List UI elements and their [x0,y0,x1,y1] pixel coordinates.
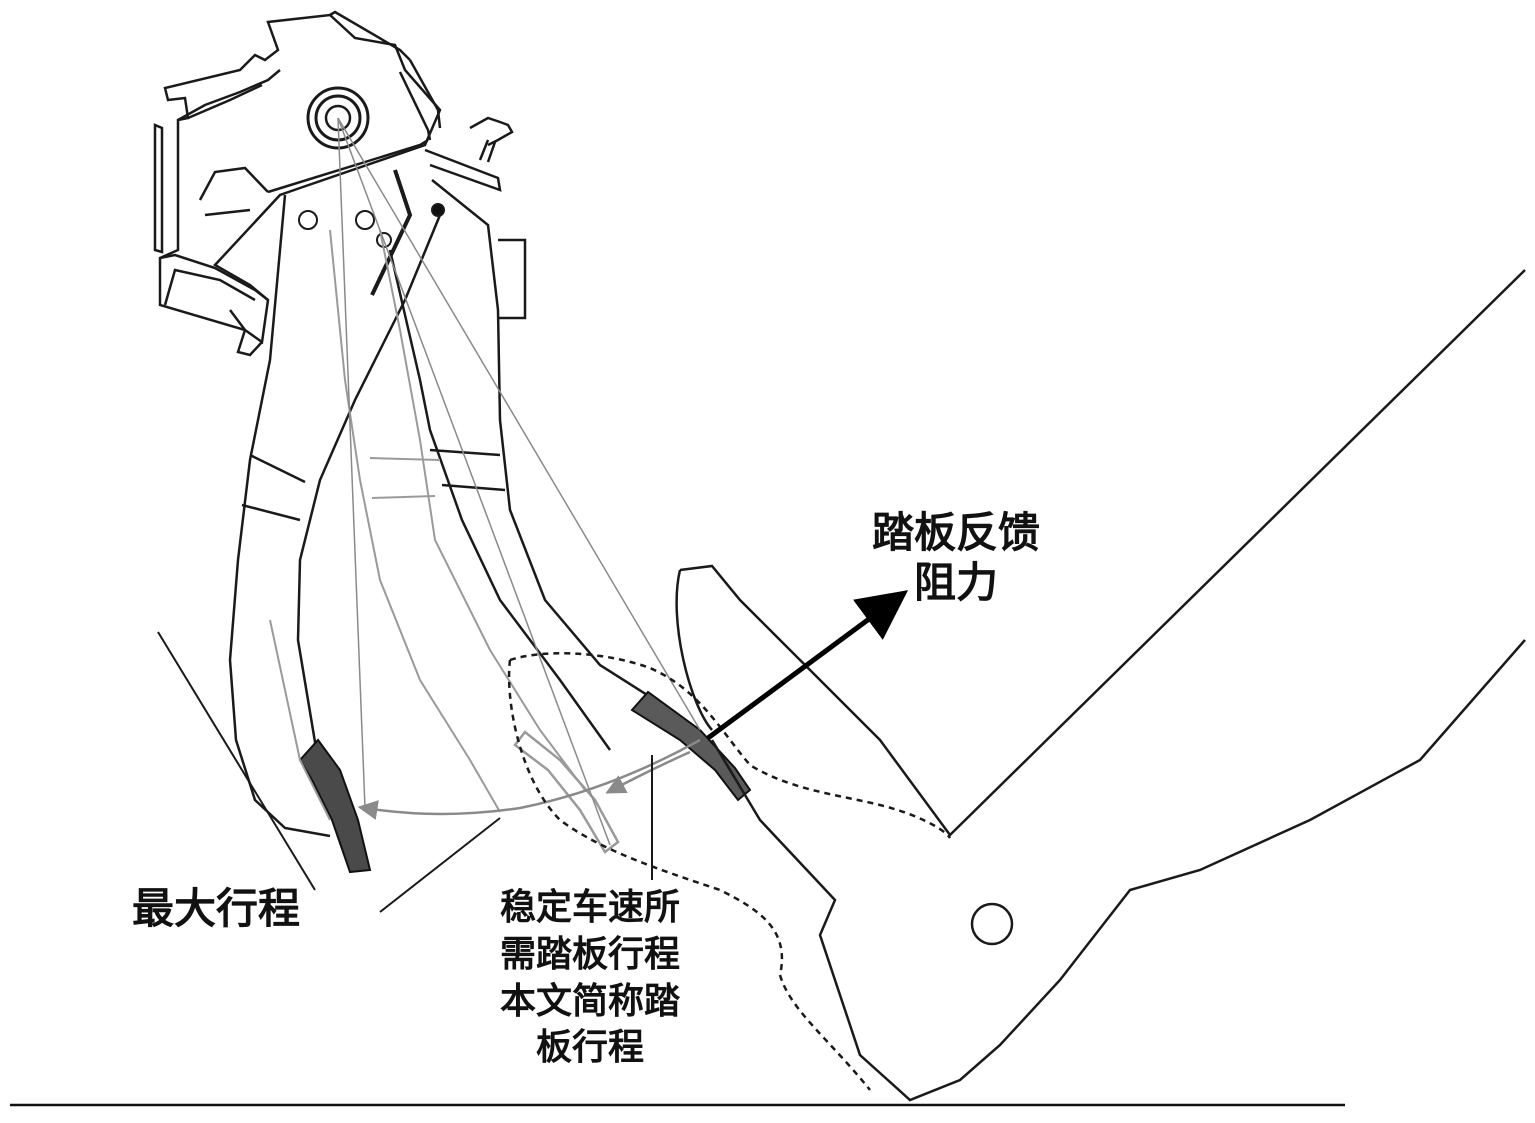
pedal-arm-mid [269,229,586,821]
travel-label-line3: 本文简称踏 [500,979,681,1022]
pedal-travel-label: 稳定车速所 需踏板行程 本文简称踏 板行程 [500,884,680,1071]
leader-line-max [379,817,501,913]
feedback-label-line2: 阻力 [914,558,999,608]
shoe-outline [507,652,952,1091]
spring-rod [370,169,413,296]
travel-arc [357,738,701,820]
max-travel-label: 最大行程 [132,884,301,933]
travel-label-line1: 稳定车速所 [500,886,681,928]
travel-label-line4: 板行程 [536,1026,645,1069]
leader-line-left [157,631,316,891]
pedal-arm-rest [388,179,656,751]
pedal-pad-mid [513,730,620,854]
pedal-arm-max [228,194,442,838]
feedback-force-label: 踏板反馈 阻力 [872,508,1040,609]
travel-label-line2: 需踏板行程 [500,932,681,975]
pedal-bracket [153,10,527,357]
foot-outline [675,269,1526,1102]
feedback-force-arrow [706,590,909,741]
feedback-label-line1: 踏板反馈 [872,508,1041,557]
pedal-pad-max [298,738,372,874]
travel-arc-mid [605,750,691,794]
mounting-holes [298,203,445,248]
travel-construction-lines [337,117,701,846]
